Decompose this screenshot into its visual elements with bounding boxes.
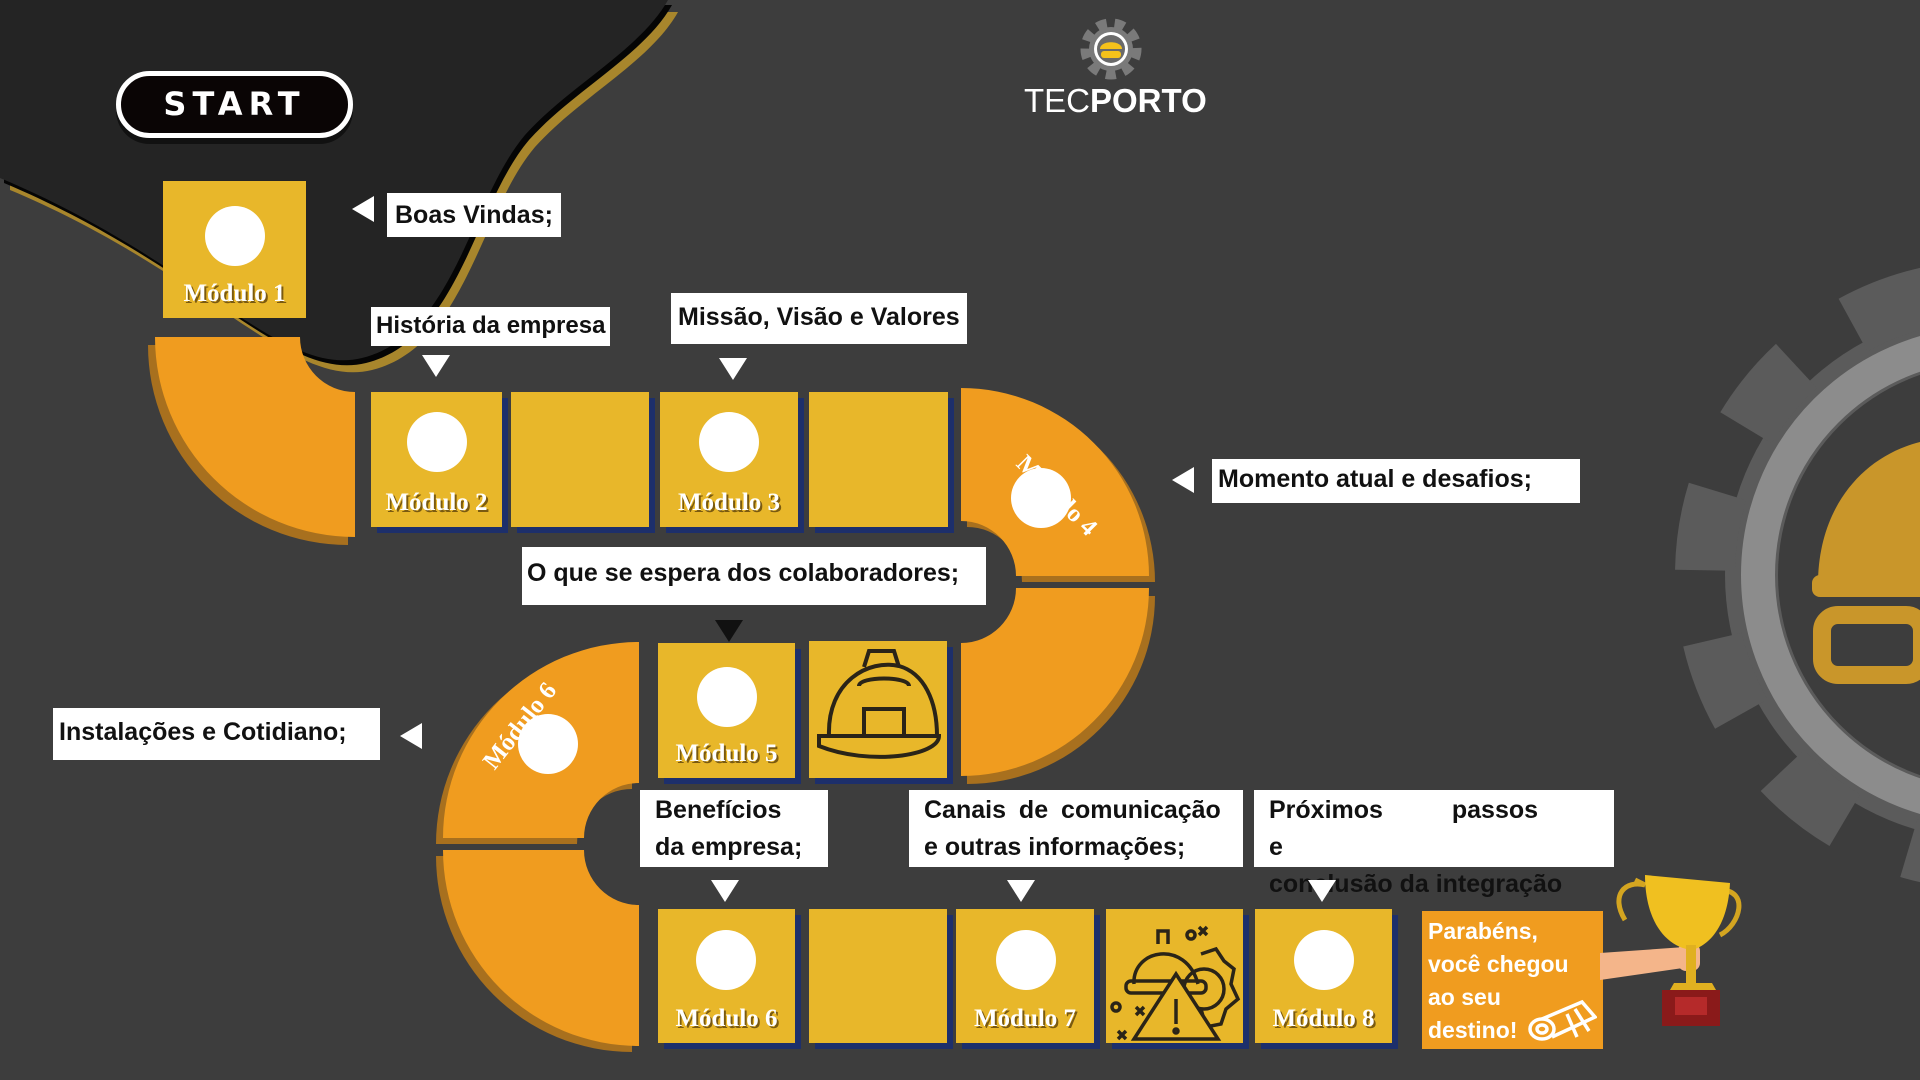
large-gear-icon [1675,267,1920,883]
module-marker [697,667,757,727]
topic-boas-vindas: Boas Vindas; [387,193,561,238]
module-label: Módulo 6 [675,1005,778,1032]
module-marker [407,412,467,472]
topic-momento: Momento atual e desafios; [1212,459,1580,503]
module-3-tile[interactable]: Módulo 3 [660,392,798,527]
topic-beneficios: Benefícios da empresa; [640,790,828,867]
brand-name: TECPORTO [1024,82,1207,120]
module-marker [1294,930,1354,990]
path-curve-module-4 [961,388,1155,784]
path-curve-1 [148,337,355,545]
topic-line: Benefícios [655,796,782,824]
module-marker [696,930,756,990]
module-2-tile[interactable]: Módulo 2 [371,392,502,527]
module-8-tile[interactable]: Módulo 8 [1255,909,1392,1043]
topic-line: e outras informações; [924,833,1186,861]
module-1-tile[interactable]: Módulo 1 [163,181,306,318]
path-tile [1106,909,1243,1043]
module-6-tile[interactable]: Módulo 6 [658,909,795,1043]
module-7-tile[interactable]: Módulo 7 [956,909,1094,1043]
path-tile [511,392,649,527]
module-label: Módulo 1 [183,280,286,307]
module-label: Módulo 2 [385,489,488,516]
topic-line: da empresa; [655,833,803,861]
pointer-down-icon [422,355,450,377]
path-tile [809,909,947,1043]
topic-espera: O que se espera dos colaboradores; [522,547,986,605]
module-marker [699,412,759,472]
pointer-down-icon [715,620,743,642]
brand-name-light: TEC [1024,82,1090,119]
pointer-down-icon [711,880,739,902]
module-marker [205,206,265,266]
topic-instalacoes: Instalações e Cotidiano; [53,708,380,760]
module-label: Módulo 8 [1272,1005,1375,1032]
path-tile [809,392,948,527]
pointer-down-icon [1007,880,1035,902]
congrats-line: você chegou [1428,951,1569,977]
module-marker [996,930,1056,990]
pointer-left-icon [400,723,422,749]
start-button[interactable]: START [116,71,353,138]
pointer-down-icon [719,358,747,380]
topic-missao: Missão, Visão e Valores [671,293,967,344]
congrats-card: Parabéns, você chegou ao seu destino! [1422,911,1603,1049]
path-tile [809,641,947,778]
topic-canais: Canais de comunicação e outras informaçõe… [909,790,1243,867]
module-label: Módulo 7 [973,1005,1077,1032]
gear-helmet-icon [1080,18,1142,80]
topic-line: Próximos passos e [1269,796,1539,861]
helmet-icon [817,649,942,759]
module-6-marker[interactable] [518,714,578,774]
module-4-marker[interactable] [1011,468,1071,528]
pointer-left-icon [1172,467,1194,493]
module-label: Módulo 5 [675,740,778,767]
congrats-line: destino! [1428,1017,1518,1043]
safety-warning-icon [1110,925,1241,1041]
congrats-line: Parabéns, [1428,918,1538,944]
topic-historia: História da empresa [371,307,611,346]
diploma-icon [1528,999,1597,1041]
pointer-left-icon [352,196,374,222]
trophy-icon [1600,875,1742,1026]
pointer-down-icon [1308,880,1336,902]
topic-line: Canais de comunicação [924,796,1221,824]
module-5-tile[interactable]: Módulo 5 [658,643,795,778]
congrats-line: ao seu [1428,984,1501,1010]
brand-name-bold: PORTO [1090,82,1207,119]
module-label: Módulo 3 [677,489,781,516]
